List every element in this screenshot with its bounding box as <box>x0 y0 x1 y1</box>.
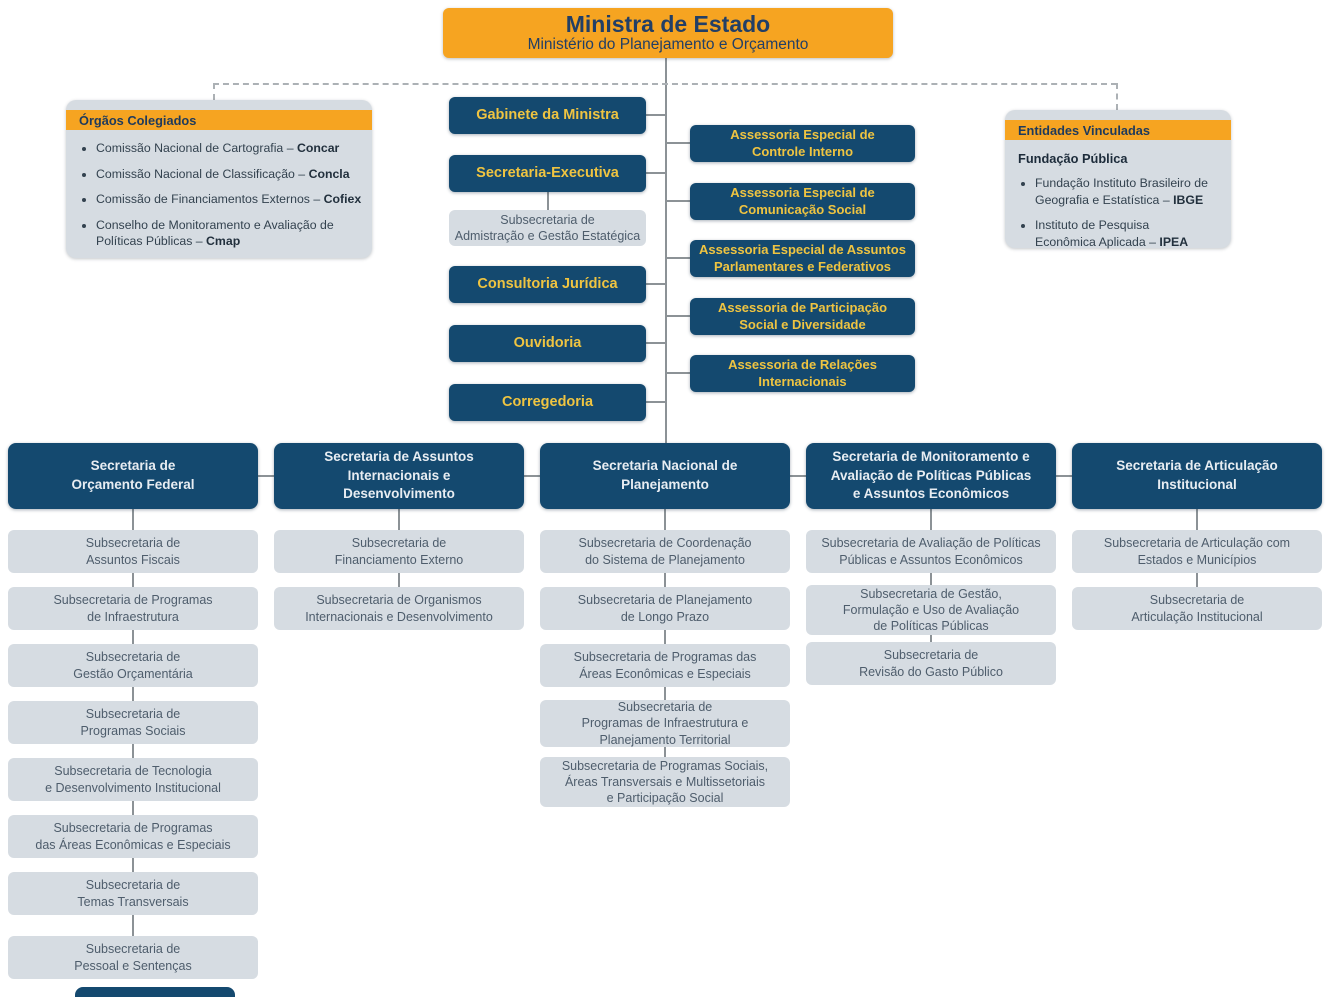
list-item: Conselho de Monitoramento e Avaliação de… <box>96 217 364 250</box>
vinculadas-panel: Entidades Vinculadas Fundação Pública Fu… <box>1005 110 1231 250</box>
subsecretaria-box: Subsecretaria de Programas Sociais, Área… <box>540 757 790 807</box>
subsecretaria-box: Subsecretaria de Revisão do Gasto Públic… <box>806 642 1056 685</box>
connector <box>930 573 932 585</box>
connector <box>132 630 134 644</box>
list-item: Instituto de Pesquisa Econômica Aplicada… <box>1035 217 1223 250</box>
subsecretaria-box: Subsecretaria de Articulação Institucion… <box>1072 587 1322 630</box>
secretaria-executiva-box: Secretaria-Executiva <box>449 155 646 192</box>
connector <box>132 573 134 587</box>
subsecretaria-box: Subsecretaria de Financiamento Externo <box>274 530 524 573</box>
connector <box>664 630 666 644</box>
vinculadas-list: Fundação Instituto Brasileiro de Geograf… <box>1005 175 1231 250</box>
secretaria-monitoramento-box: Secretaria de Monitoramento e Avaliação … <box>806 443 1056 509</box>
minister-title: Ministra de Estado <box>565 11 771 38</box>
gabinete-box: Gabinete da Ministra <box>449 97 646 134</box>
assessoria-comunicacao-social-box: Assessoria Especial de Comunicação Socia… <box>690 183 915 220</box>
subsecretaria-box: Subsecretaria de Pessoal e Sentenças <box>8 936 258 979</box>
connector <box>132 687 134 701</box>
connector <box>646 283 666 285</box>
connector <box>1196 509 1198 530</box>
connector <box>664 747 666 757</box>
connector <box>132 744 134 758</box>
connector <box>132 915 134 936</box>
colegiados-header: Órgãos Colegiados <box>66 110 372 130</box>
subsecretaria-box: Subsecretaria de Articulação com Estados… <box>1072 530 1322 573</box>
subsecretaria-box: Subsecretaria de Programas das Áreas Eco… <box>540 644 790 687</box>
secretaria-articulacao-box: Secretaria de Articulação Institucional <box>1072 443 1322 509</box>
connector <box>132 858 134 872</box>
connector <box>666 315 690 317</box>
secretaria-nacional-planejamento-box: Secretaria Nacional de Planejamento <box>540 443 790 509</box>
list-item: Fundação Instituto Brasileiro de Geograf… <box>1035 175 1223 208</box>
connector <box>1056 475 1072 477</box>
consultoria-juridica-box: Consultoria Jurídica <box>449 266 646 303</box>
connector <box>132 509 134 530</box>
connector <box>258 475 274 477</box>
connector <box>664 573 666 587</box>
cutoff-box <box>75 987 235 997</box>
subsecretaria-box: Subsecretaria de Programas de Infraestru… <box>8 587 258 630</box>
list-item: Comissão de Financiamentos Externos – Co… <box>96 191 364 208</box>
vinculadas-subheader: Fundação Pública <box>1018 151 1128 166</box>
subsecretaria-box: Subsecretaria de Planejamento de Longo P… <box>540 587 790 630</box>
assessoria-relacoes-internacionais-box: Assessoria de Relações Internacionais <box>690 355 915 392</box>
connector <box>398 573 400 587</box>
connector <box>930 509 932 530</box>
assessoria-parlamentares-box: Assessoria Especial de Assuntos Parlamen… <box>690 240 915 277</box>
connector <box>930 635 932 642</box>
minister-subtitle: Ministério do Planejamento e Orçamento <box>527 36 809 54</box>
subsecretaria-box: Subsecretaria de Programas Sociais <box>8 701 258 744</box>
subsecretaria-box: Subsecretaria de Programas das Áreas Eco… <box>8 815 258 858</box>
secretaria-orcamento-federal-box: Secretaria de Orçamento Federal <box>8 443 258 509</box>
connector <box>524 475 540 477</box>
vinculadas-header: Entidades Vinculadas <box>1005 120 1231 140</box>
subsecretaria-box: Subsecretaria de Coordenação do Sistema … <box>540 530 790 573</box>
connector <box>666 142 690 144</box>
subsecretaria-administracao-box: Subsecretaria de Admistração e Gestão Es… <box>449 210 646 246</box>
connector <box>664 509 666 530</box>
subsecretaria-box: Subsecretaria de Gestão Orçamentária <box>8 644 258 687</box>
connector <box>664 687 666 700</box>
subsecretaria-box: Subsecretaria de Programas de Infraestru… <box>540 700 790 747</box>
corregedoria-box: Corregedoria <box>449 384 646 421</box>
connector <box>666 257 690 259</box>
connector <box>547 192 549 210</box>
list-item: Comissão Nacional de Cartografia – Conca… <box>96 140 364 157</box>
assessoria-controle-interno-box: Assessoria Especial de Controle Interno <box>690 125 915 162</box>
ouvidoria-box: Ouvidoria <box>449 325 646 362</box>
list-item: Comissão Nacional de Classificação – Con… <box>96 166 364 183</box>
colegiados-list: Comissão Nacional de Cartografia – Conca… <box>66 140 372 250</box>
connector <box>646 342 666 344</box>
connector-dashed <box>213 83 215 100</box>
subsecretaria-box: Subsecretaria de Gestão, Formulação e Us… <box>806 585 1056 635</box>
connector <box>666 372 690 374</box>
connector <box>132 801 134 815</box>
subsecretaria-box: Subsecretaria de Avaliação de Políticas … <box>806 530 1056 573</box>
connector <box>646 172 666 174</box>
subsecretaria-box: Subsecretaria de Tecnologia e Desenvolvi… <box>8 758 258 801</box>
connector <box>398 509 400 530</box>
secretaria-assuntos-internacionais-box: Secretaria de Assuntos Internacionais e … <box>274 443 524 509</box>
connector <box>665 58 667 443</box>
subsecretaria-box: Subsecretaria de Temas Transversais <box>8 872 258 915</box>
subsecretaria-box: Subsecretaria de Organismos Internaciona… <box>274 587 524 630</box>
connector-dashed <box>1116 83 1118 110</box>
connector <box>790 475 806 477</box>
subsecretaria-box: Subsecretaria de Assuntos Fiscais <box>8 530 258 573</box>
colegiados-panel: Órgãos Colegiados Comissão Nacional de C… <box>66 100 372 258</box>
connector <box>666 200 690 202</box>
connector-dashed <box>213 83 1117 85</box>
connector <box>1196 573 1198 587</box>
minister-header-box: Ministra de Estado Ministério do Planeja… <box>443 8 893 58</box>
connector <box>646 401 666 403</box>
assessoria-participacao-social-box: Assessoria de Participação Social e Dive… <box>690 298 915 335</box>
connector <box>646 114 666 116</box>
